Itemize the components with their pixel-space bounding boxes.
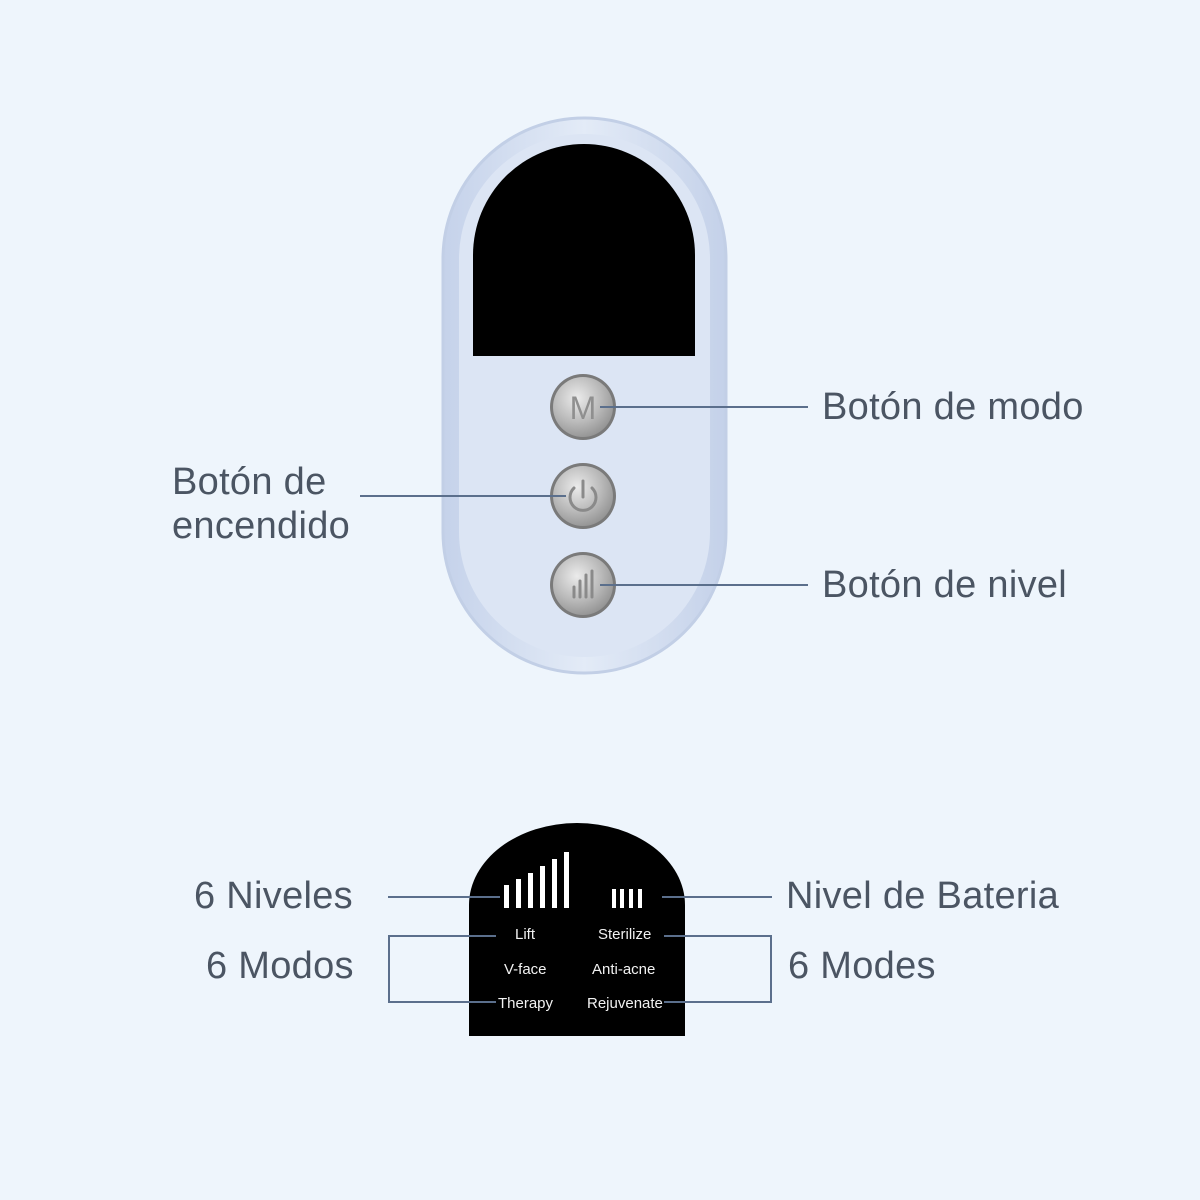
power-button[interactable] bbox=[550, 463, 616, 529]
mode-button-glyph: M bbox=[570, 390, 597, 426]
mode-therapy: Therapy bbox=[498, 995, 554, 1012]
power-icon bbox=[568, 479, 598, 512]
mode-button[interactable]: M bbox=[550, 374, 616, 440]
mode-rejuvenate: Rejuvenate bbox=[587, 995, 663, 1012]
modes-es-label: 6 Modos bbox=[206, 945, 354, 987]
level-button-label: Botón de nivel bbox=[822, 564, 1068, 606]
battery-icon bbox=[612, 889, 642, 908]
modes-en-bracket bbox=[664, 935, 772, 1003]
modes-en-label: 6 Modes bbox=[788, 945, 936, 987]
levels-label: 6 Niveles bbox=[194, 875, 353, 917]
level-bars-icon bbox=[504, 852, 569, 908]
device-screen bbox=[473, 144, 695, 356]
display-panel bbox=[469, 823, 685, 1036]
bars-icon bbox=[572, 569, 594, 599]
mode-button-label: Botón de modo bbox=[822, 386, 1084, 428]
modes-es-bracket bbox=[388, 935, 496, 1003]
power-button-label-line1: Botón de bbox=[172, 461, 327, 503]
battery-label: Nivel de Bateria bbox=[786, 875, 1060, 917]
mode-sterilize: Sterilize bbox=[598, 926, 652, 943]
power-button-label-line2: encendido bbox=[172, 505, 351, 547]
level-button[interactable] bbox=[550, 552, 616, 618]
mode-lift: Lift bbox=[515, 926, 536, 943]
mode-antiacne: Anti-acne bbox=[592, 961, 656, 978]
mode-vface: V-face bbox=[504, 961, 547, 978]
